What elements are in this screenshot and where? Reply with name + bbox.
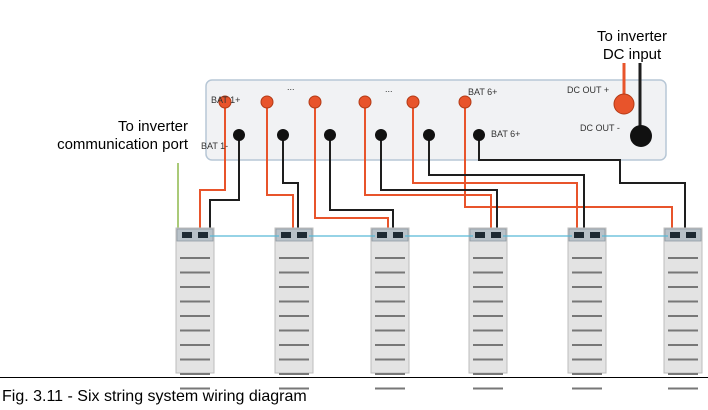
battery-modules (175, 227, 703, 390)
battery-module (274, 227, 314, 390)
module-port (475, 232, 485, 238)
positive-terminal (358, 95, 372, 109)
positive-wires (199, 102, 673, 234)
module-port (574, 232, 584, 238)
module-port (377, 232, 387, 238)
battery-module (370, 227, 410, 390)
dc-out-minus-label: DC OUT - (580, 123, 620, 133)
bat1-minus-label: BAT 1- (201, 141, 228, 151)
busbar-terminals (218, 95, 485, 141)
inverter-dc-label-line2: DC input (602, 46, 662, 63)
dc-out-plus-label: DC OUT + (567, 85, 609, 95)
positive-terminal (406, 95, 420, 109)
positive-wire (464, 102, 673, 234)
bat6-minus-label: BAT 6+ (491, 129, 520, 139)
module-port (182, 232, 192, 238)
figure-caption: Fig. 3.11 - Six string system wiring dia… (2, 388, 307, 405)
dc-out-negative-terminal (630, 125, 652, 147)
dc-out-positive-terminal (613, 93, 635, 115)
battery-module (175, 227, 215, 390)
negative-wire (478, 135, 686, 234)
positive-terminal (218, 95, 232, 109)
module-port (198, 232, 208, 238)
bat1-plus-label: BAT 1+ (211, 95, 240, 105)
negative-wire (428, 135, 585, 234)
negative-wire (209, 135, 240, 234)
negative-wire (282, 135, 299, 234)
positive-wire (412, 102, 578, 234)
negative-terminal (375, 129, 387, 141)
positive-terminal (308, 95, 322, 109)
negative-terminal (473, 129, 485, 141)
module-port (297, 232, 307, 238)
ellipsis-2: ... (385, 84, 393, 94)
negative-terminal (277, 129, 289, 141)
negative-wire (380, 135, 498, 234)
positive-terminal (458, 95, 472, 109)
negative-terminal (423, 129, 435, 141)
inverter-comm-label-line2: communication port (57, 136, 188, 153)
inverter-dc-label-line1: To inverter (596, 28, 668, 45)
module-port (670, 232, 680, 238)
negative-wires (209, 135, 686, 234)
bat6-plus-label: BAT 6+ (468, 87, 497, 97)
module-port (491, 232, 501, 238)
inverter-comm-label: To inverter communication port (30, 118, 188, 154)
inverter-comm-label-line1: To inverter (117, 118, 188, 135)
negative-terminal (233, 129, 245, 141)
inverter-dc-label: To inverter DC input (587, 28, 677, 64)
negative-wire (329, 135, 394, 234)
module-port (686, 232, 696, 238)
battery-module (567, 227, 607, 390)
battery-module (468, 227, 508, 390)
caption-rule (0, 377, 708, 378)
ellipsis-1: ... (287, 82, 295, 92)
module-port (590, 232, 600, 238)
positive-wire (364, 102, 492, 234)
negative-terminal (324, 129, 336, 141)
positive-terminal (260, 95, 274, 109)
positive-wire (266, 102, 294, 234)
positive-wire (199, 102, 226, 234)
positive-wire (314, 102, 389, 234)
battery-module (663, 227, 703, 390)
module-port (281, 232, 291, 238)
module-port (393, 232, 403, 238)
